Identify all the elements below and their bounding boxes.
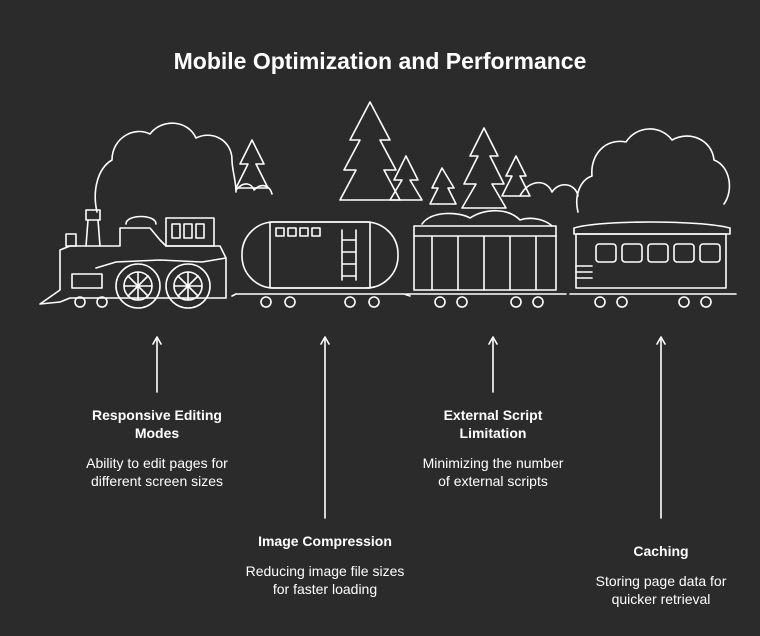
- pine-tree-icon: [461, 127, 507, 209]
- pine-tree-icon: [339, 101, 401, 201]
- item-heading: Responsive Editing Modes: [92, 407, 222, 441]
- pine-tree-icon: [389, 155, 423, 201]
- item-caching: Caching Storing page data for quicker re…: [586, 542, 736, 608]
- cloud-outline: [576, 128, 731, 213]
- tank-car-icon: [231, 221, 411, 308]
- arrow-up-icon: [656, 336, 666, 519]
- pine-tree-icon: [501, 155, 531, 197]
- bush-outline: [235, 183, 273, 195]
- pine-tree-icon: [429, 167, 457, 205]
- arrow-up-icon: [152, 336, 162, 393]
- hopper-car-icon: [405, 209, 567, 308]
- locomotive-icon: [39, 209, 227, 309]
- passenger-car-icon: [569, 221, 737, 308]
- item-external-script: External Script Limitation Minimizing th…: [418, 406, 568, 490]
- item-description: Reducing image file sizes for faster loa…: [245, 563, 405, 597]
- diagram-title: Mobile Optimization and Performance: [173, 48, 587, 74]
- arrow-up-icon: [320, 336, 330, 519]
- bush-outline: [519, 181, 579, 197]
- cloud-outline: [94, 122, 237, 213]
- item-description: Minimizing the number of external script…: [422, 455, 564, 489]
- item-image-compression: Image Compression Reducing image file si…: [245, 532, 405, 598]
- item-heading: Caching: [633, 543, 689, 559]
- item-responsive-editing: Responsive Editing Modes Ability to edit…: [77, 406, 237, 490]
- item-description: Ability to edit pages for different scre…: [86, 455, 228, 489]
- arrow-up-icon: [488, 336, 498, 393]
- item-heading: External Script Limitation: [443, 407, 543, 441]
- pine-tree-icon: [235, 139, 269, 189]
- item-heading: Image Compression: [258, 533, 392, 549]
- item-description: Storing page data for quicker retrieval: [595, 573, 727, 607]
